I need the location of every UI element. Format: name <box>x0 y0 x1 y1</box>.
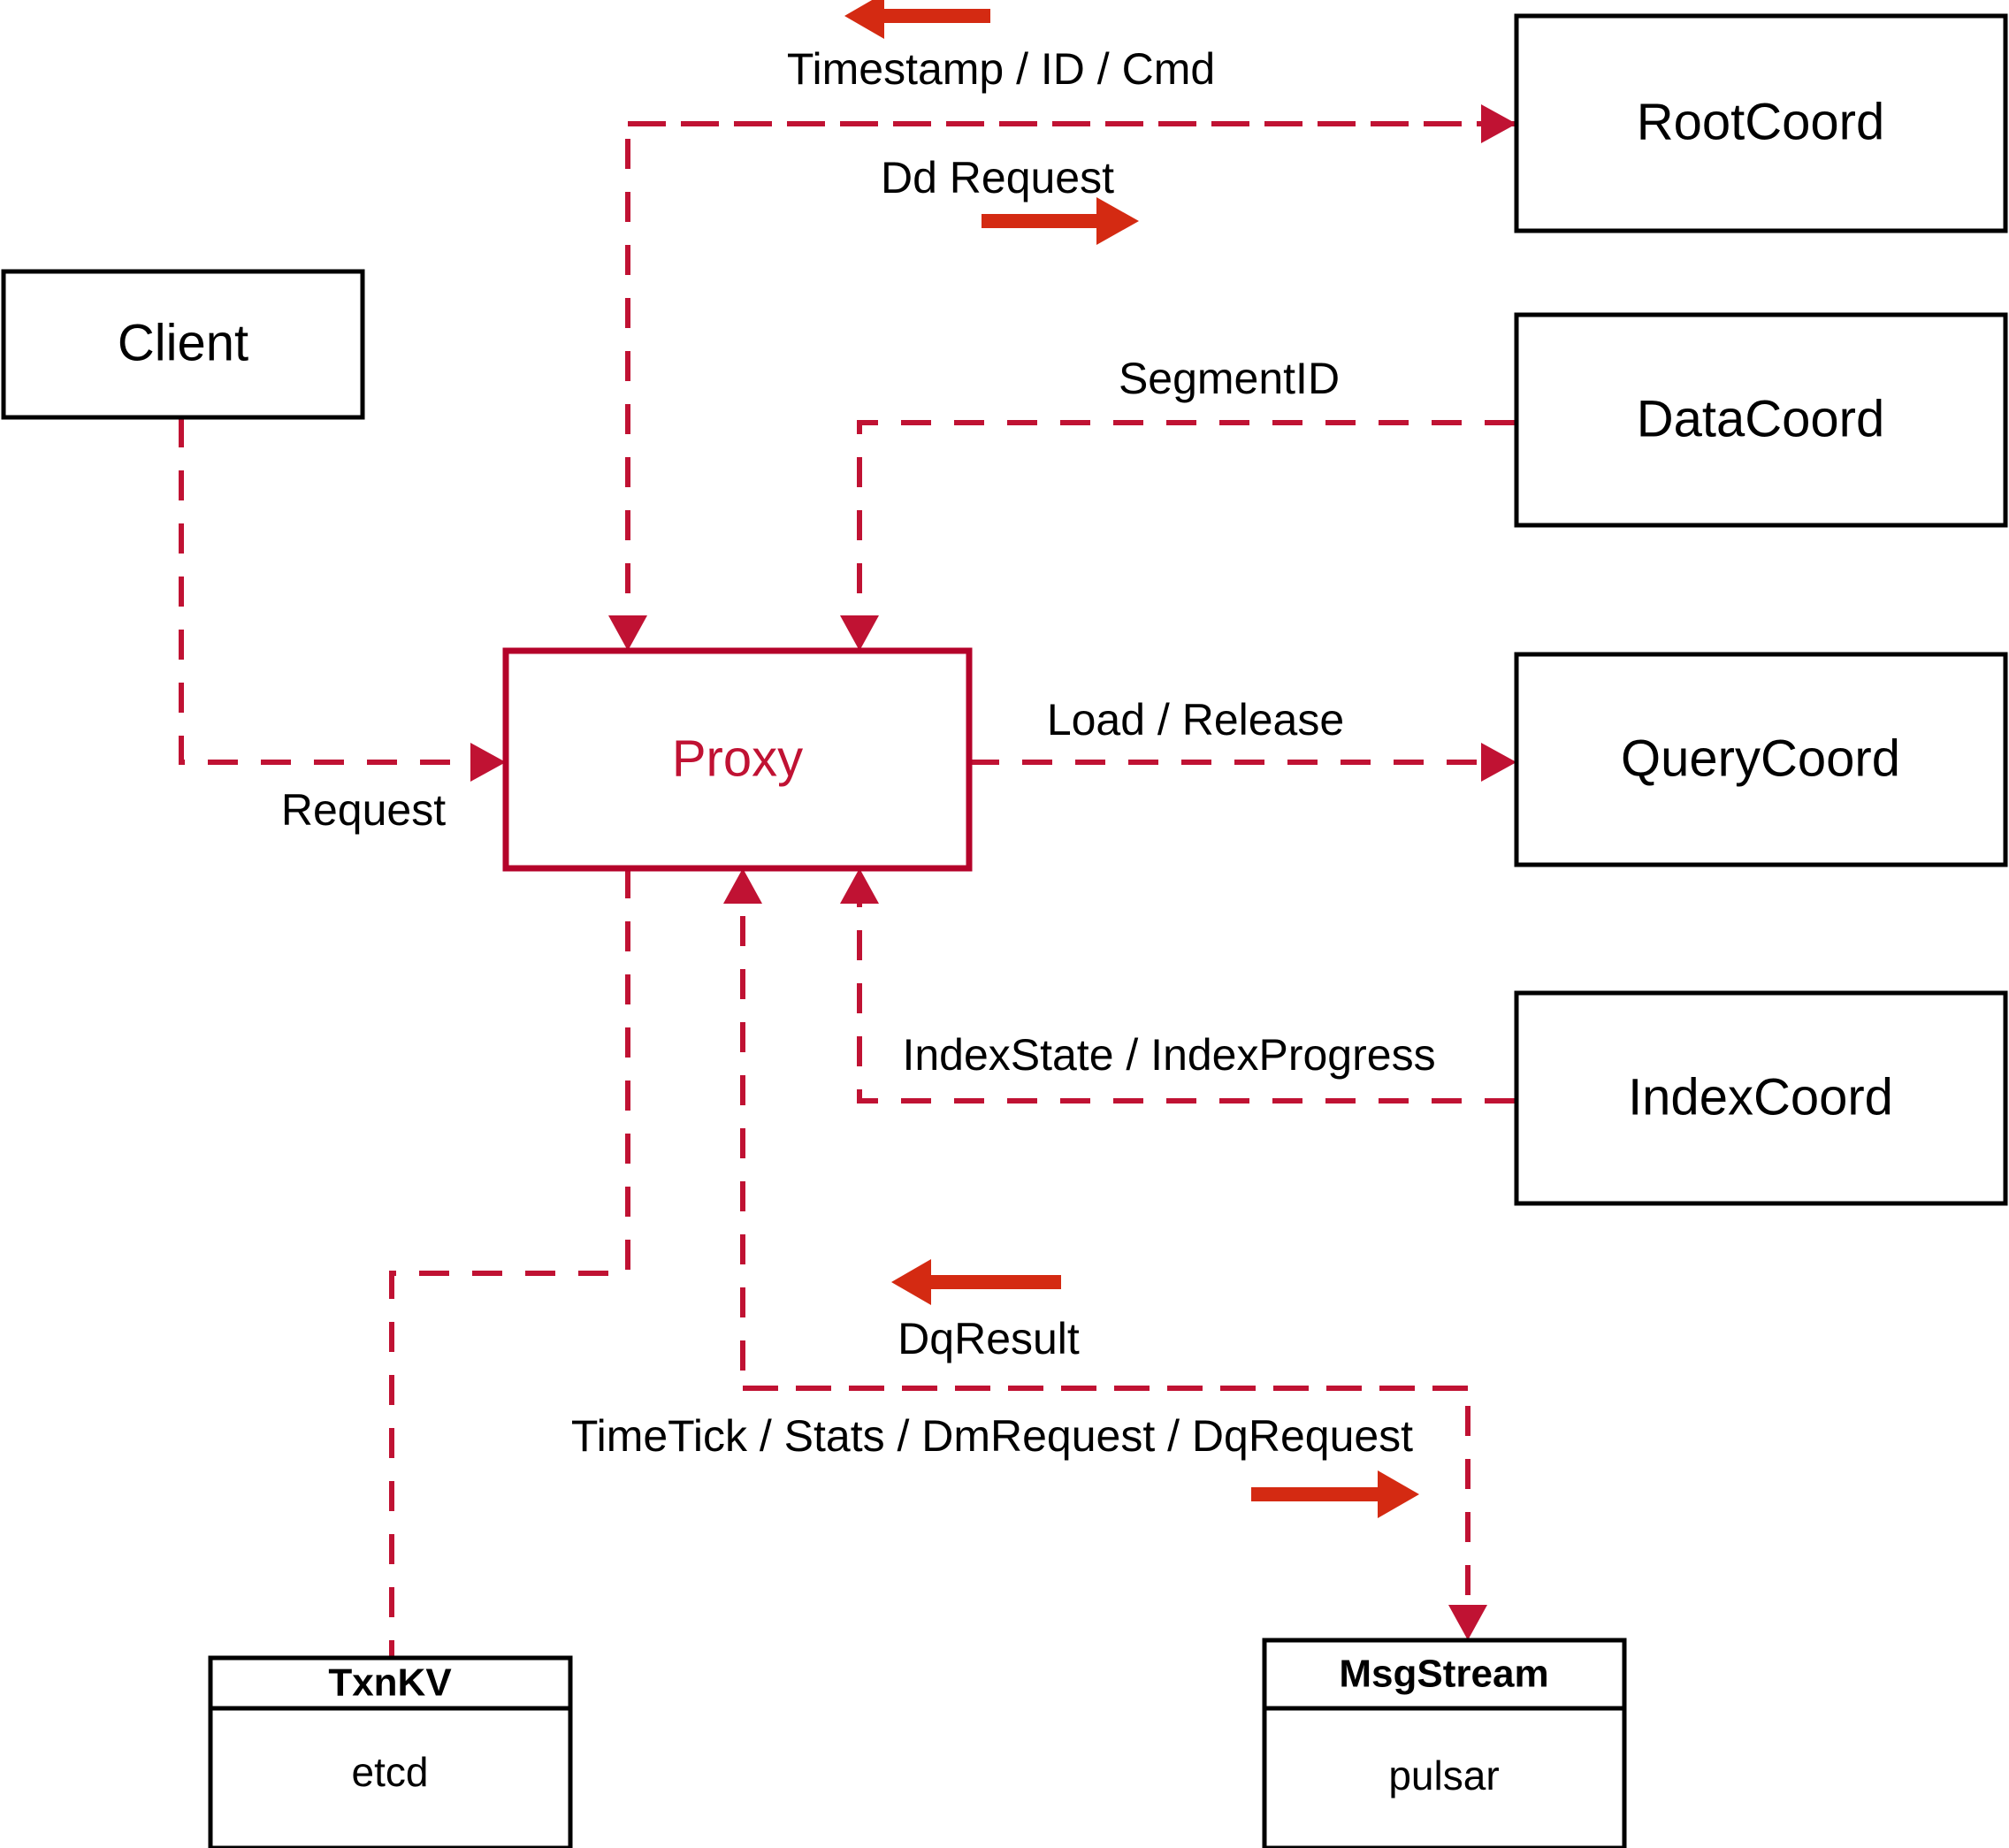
edge-proxy-to-querycoord <box>969 743 1516 782</box>
node-client[interactable]: Client <box>1 269 365 420</box>
edge-client-to-proxy <box>179 417 506 782</box>
node-indexcoord-label: IndexCoord <box>1628 1068 1893 1126</box>
edge-label-load-release: Load / Release <box>1047 695 1344 745</box>
node-indexcoord[interactable]: IndexCoord <box>1514 990 2008 1206</box>
edge-proxy-to-msgstream <box>743 1386 1487 1640</box>
node-msgstream-box[interactable] <box>1262 1638 1627 1848</box>
node-proxy-label: Proxy <box>672 729 803 787</box>
node-msgstream[interactable]: MsgStream pulsar <box>1262 1638 1627 1848</box>
edge-indexcoord-to-proxy-arrowhead <box>840 868 879 904</box>
node-msgstream-body: pulsar <box>1388 1753 1499 1798</box>
edge-proxy-to-msgstream-path <box>743 1386 1470 1625</box>
node-txnkv-box[interactable] <box>208 1655 573 1848</box>
arrow-right-icon-dd-request <box>982 197 1139 245</box>
node-datacoord[interactable]: DataCoord <box>1514 312 2008 528</box>
edge-proxy-to-rootcoord <box>628 104 1516 143</box>
node-msgstream-header: MsgStream <box>1339 1653 1548 1696</box>
edge-label-dqresult: DqResult <box>898 1314 1080 1363</box>
node-querycoord-box[interactable] <box>1514 652 2008 867</box>
arrow-right-icon-timetick <box>1251 1470 1419 1518</box>
edge-label-timetick: TimeTick / Stats / DmRequest / DqRequest <box>571 1411 1413 1461</box>
node-querycoord[interactable]: QueryCoord <box>1514 652 2008 867</box>
edge-proxy-to-msgstream-arrowhead <box>1448 1605 1487 1640</box>
node-proxy[interactable]: Proxy <box>502 647 973 872</box>
edge-rootcoord-to-proxy-path <box>625 121 1515 637</box>
node-proxy-box[interactable] <box>502 647 973 872</box>
edge-label-segmentid: SegmentID <box>1119 354 1340 403</box>
edge-msgstream-to-proxy-arrowhead <box>723 868 762 904</box>
edge-proxy-to-txnkv <box>389 868 630 1658</box>
timetick-arrow-head <box>1378 1470 1419 1518</box>
node-querycoord-label: QueryCoord <box>1621 729 1900 787</box>
edge-label-request: Request <box>281 785 446 835</box>
edge-label-timestamp: Timestamp / ID / Cmd <box>787 44 1215 94</box>
edge-datacoord-to-proxy <box>840 420 1515 651</box>
node-client-label: Client <box>118 314 248 371</box>
dqresult-arrow-head <box>891 1259 931 1305</box>
node-indexcoord-box[interactable] <box>1514 990 2008 1206</box>
node-rootcoord-box[interactable] <box>1514 13 2008 233</box>
node-txnkv[interactable]: TxnKV etcd <box>208 1655 573 1848</box>
edge-proxy-to-rootcoord-arrowhead <box>1481 104 1516 143</box>
edge-label-dd-request: Dd Request <box>881 153 1114 202</box>
dd-request-arrow-head <box>1096 197 1139 245</box>
edge-indexcoord-to-proxy-path <box>857 882 1515 1103</box>
node-datacoord-label: DataCoord <box>1637 390 1884 447</box>
edge-client-to-proxy-arrowhead <box>470 743 506 782</box>
edge-proxy-to-txnkv-path <box>389 868 630 1658</box>
node-client-box[interactable] <box>1 269 365 420</box>
edge-datacoord-to-proxy-arrowhead <box>840 615 879 651</box>
node-rootcoord[interactable]: RootCoord <box>1514 13 2008 233</box>
edge-datacoord-to-proxy-path <box>857 420 1515 637</box>
edge-indexcoord-to-proxy <box>840 868 1515 1103</box>
edge-client-to-proxy-path <box>179 417 491 765</box>
arrow-left-icon-timestamp <box>844 0 990 39</box>
node-txnkv-body: etcd <box>352 1749 429 1795</box>
edge-label-indexstate: IndexState / IndexProgress <box>902 1030 1435 1080</box>
node-txnkv-header: TxnKV <box>328 1661 452 1705</box>
arrow-left-icon-dqresult <box>891 1259 1061 1305</box>
edge-msgstream-to-proxy-path <box>740 882 1468 1391</box>
node-datacoord-box[interactable] <box>1514 312 2008 528</box>
node-rootcoord-label: RootCoord <box>1637 93 1884 150</box>
timestamp-arrow-head <box>844 0 884 39</box>
edge-rootcoord-to-proxy <box>608 121 1515 651</box>
edge-msgstream-to-proxy <box>723 868 1468 1391</box>
edge-proxy-to-querycoord-arrowhead <box>1481 743 1516 782</box>
edge-rootcoord-to-proxy-arrowhead <box>608 615 647 651</box>
